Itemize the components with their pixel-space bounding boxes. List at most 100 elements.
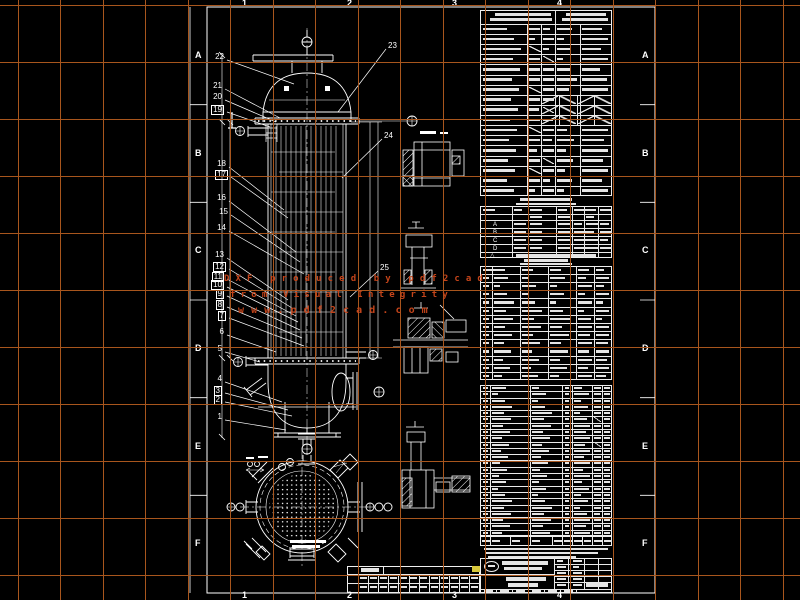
section-cut-label: A xyxy=(0,0,800,9)
tube-count-table xyxy=(347,566,480,593)
grid-line-v xyxy=(527,0,529,600)
zone-row-E: E xyxy=(195,441,202,451)
callout-16: 16 xyxy=(217,193,226,202)
nozzle-symbol-B: B xyxy=(493,230,501,236)
zone-row-F: F xyxy=(642,538,648,548)
zone-row-C: C xyxy=(195,245,202,255)
grid-line-v xyxy=(145,0,146,600)
vessel-front-view xyxy=(218,28,418,548)
grid-line-v xyxy=(740,0,741,600)
callout-9: 9 xyxy=(215,289,224,299)
grid-line-h xyxy=(0,518,800,519)
company-logo xyxy=(484,561,499,572)
grid-line-v xyxy=(400,0,401,600)
zone-row-F: F xyxy=(195,538,201,548)
detail-view-4 xyxy=(401,421,471,509)
grid-line-h xyxy=(0,62,800,63)
grid-line-v xyxy=(442,0,444,600)
zone-column-4: 4 xyxy=(557,0,563,8)
callout-leaders xyxy=(224,48,387,431)
grid-line-h xyxy=(0,233,800,234)
callout-17: 17 xyxy=(215,170,228,180)
company-name xyxy=(502,561,548,565)
detail-view-3 xyxy=(393,302,468,374)
grid-line-v xyxy=(357,0,359,600)
zone-row-D: D xyxy=(642,343,649,353)
callout-23: 23 xyxy=(388,41,397,50)
drawing-title xyxy=(506,577,546,581)
zone-column-2: 2 xyxy=(347,590,353,600)
callout-1: 1 xyxy=(217,412,222,421)
detail-view-2 xyxy=(400,221,436,289)
grid-line-v xyxy=(17,0,19,600)
callout-15: 15 xyxy=(219,207,228,216)
zone-row-E: E xyxy=(642,441,649,451)
grid-line-h xyxy=(0,347,800,348)
grid-line-h xyxy=(0,575,800,576)
grid-line-v xyxy=(272,0,274,600)
grid-line-h xyxy=(0,404,800,405)
grid-line-v xyxy=(315,0,316,600)
callout-7: 7 xyxy=(217,311,226,321)
grid-line-v xyxy=(782,0,784,600)
design-data-table xyxy=(480,10,612,196)
grid-line-v xyxy=(187,0,189,600)
grid-line-v xyxy=(60,0,61,600)
technical-notes xyxy=(484,548,608,551)
grid-line-v xyxy=(697,0,699,600)
callout-12: 12 xyxy=(213,262,226,272)
zone-row-B: B xyxy=(195,148,202,158)
detail-view-1 xyxy=(402,131,465,187)
zone-column-1: 1 xyxy=(242,0,248,8)
watermark-line-1: DXF produced by pdf2cad xyxy=(224,274,489,284)
callout-21: 21 xyxy=(213,81,222,90)
watermark-line-3: www.pdf2cad.com xyxy=(238,305,435,316)
callout-8: 8 xyxy=(215,300,224,310)
zone-row-C: C xyxy=(642,245,649,255)
section-view-label: A-A xyxy=(0,9,12,16)
callout-19: 19 xyxy=(211,105,224,115)
callout-13: 13 xyxy=(215,250,224,259)
watermark-line-2: from Visual Integrity xyxy=(230,290,453,300)
zone-row-A: A xyxy=(195,50,202,60)
grid-line-v xyxy=(570,0,571,600)
grid-line-v xyxy=(102,0,104,600)
highlight-mark xyxy=(472,566,480,572)
callout-20: 20 xyxy=(213,92,222,101)
grid-line-h xyxy=(0,176,800,177)
callout-18: 18 xyxy=(217,159,226,168)
nozzle-symbol-D: D xyxy=(493,245,498,252)
section-view-aa xyxy=(226,443,393,566)
grid-line-v xyxy=(612,0,614,600)
grid-line-v xyxy=(230,0,231,600)
zone-column-3: 3 xyxy=(452,0,458,8)
drawing-number xyxy=(586,583,608,587)
callout-25: 25 xyxy=(380,263,389,272)
grid-line-h xyxy=(0,461,800,462)
zone-column-2: 2 xyxy=(347,0,353,8)
grid-line-v xyxy=(655,0,656,600)
grid-line-h xyxy=(0,290,800,291)
zone-column-3: 3 xyxy=(452,590,458,600)
grid-line-h xyxy=(0,5,800,6)
callout-5: 5 xyxy=(217,344,222,353)
callout-22: 22 xyxy=(215,52,224,61)
callout-6: 6 xyxy=(219,327,224,336)
callout-4: 4 xyxy=(217,374,222,383)
nozzle-symbol-C: C xyxy=(493,237,498,244)
zone-row-D: D xyxy=(195,343,202,353)
nozzle-note-symbol: △ xyxy=(490,252,495,259)
zone-row-A: A xyxy=(642,50,649,60)
grid-line-h xyxy=(0,119,800,120)
callout-14: 14 xyxy=(217,223,226,232)
nozzle-symbol-A: A xyxy=(493,221,498,228)
grid-line-v xyxy=(485,0,486,600)
zone-row-B: B xyxy=(642,148,649,158)
